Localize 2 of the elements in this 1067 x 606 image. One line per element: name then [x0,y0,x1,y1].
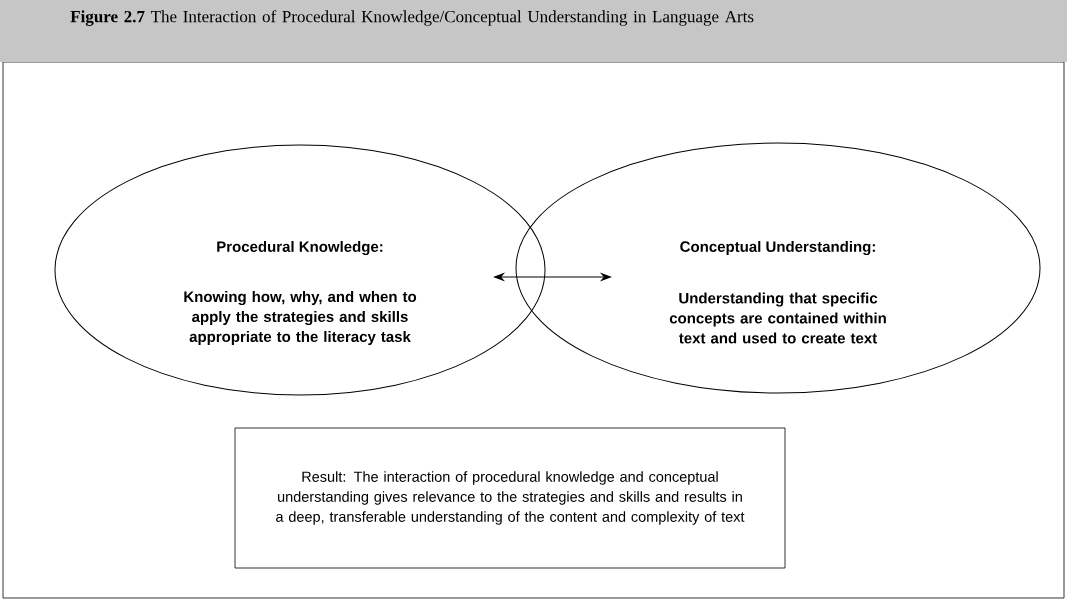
title-banner: Figure 2.7 The Interaction of Procedural Knowledge/Conceptual Understanding in Language Arts [0,0,1067,62]
result-box: Result: The interaction of procedural knowledge and conceptual understanding gives relevance to the strategies and skills and results in a deep, transferable understanding of the content and complexity of text [234,427,786,569]
